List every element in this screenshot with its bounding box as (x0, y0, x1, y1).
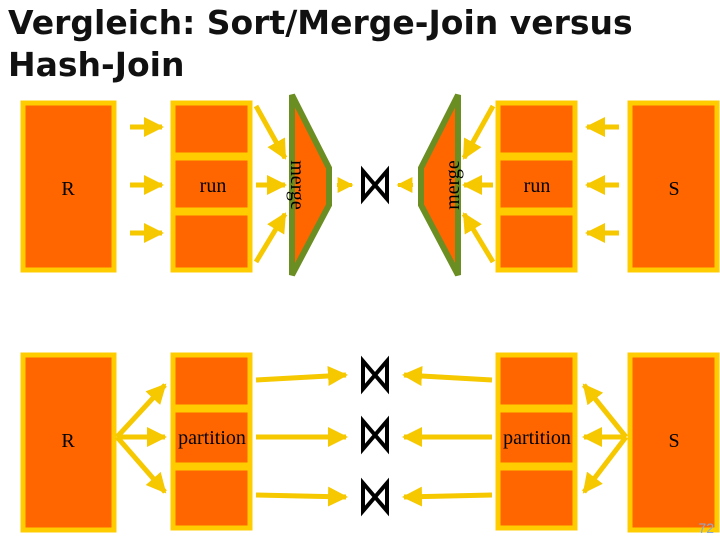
left-run-label: run (200, 175, 227, 197)
relation-s-bottom-label: S (668, 430, 679, 452)
right-merge-shape (418, 93, 461, 277)
left-partition-label: partition (178, 427, 246, 449)
page-number: 72 (698, 520, 714, 536)
relation-s-top (627, 100, 720, 273)
right-run-label: run (524, 175, 551, 197)
right-merge-label: merge (442, 160, 464, 210)
left-merge-label: merge (286, 160, 308, 210)
relation-r-top-label: R (61, 178, 75, 200)
relation-r-bottom (20, 352, 117, 533)
join-symbol-partition-2 (361, 419, 389, 451)
relation-r-bottom-label: R (61, 430, 75, 452)
right-partitions-to-joins-arrows (402, 366, 493, 507)
right-runs (495, 100, 578, 273)
s-to-runs-arrows (585, 117, 619, 243)
left-merge-shape (289, 93, 332, 277)
slide-title: Vergleich: Sort/Merge-Join versus Hash-J… (8, 3, 633, 84)
relation-s-bottom (627, 352, 720, 533)
right-partitions (495, 352, 578, 531)
join-symbol-top (361, 169, 389, 201)
s-to-partitions-arrows (582, 383, 628, 494)
runs-to-merge-right-arrows (461, 104, 496, 264)
left-partitions (170, 352, 253, 531)
runs-to-merge-left-arrows (253, 104, 288, 264)
left-runs (170, 100, 253, 273)
join-symbol-partition-1 (361, 359, 389, 391)
r-to-runs-arrows (130, 117, 164, 243)
relation-s-top-label: S (668, 178, 679, 200)
relation-r-top (20, 100, 117, 273)
join-symbol-partition-3 (361, 481, 389, 513)
r-to-partitions-arrows (115, 383, 167, 494)
right-partition-label: partition (503, 427, 571, 449)
left-partitions-to-joins-arrows (255, 366, 348, 507)
